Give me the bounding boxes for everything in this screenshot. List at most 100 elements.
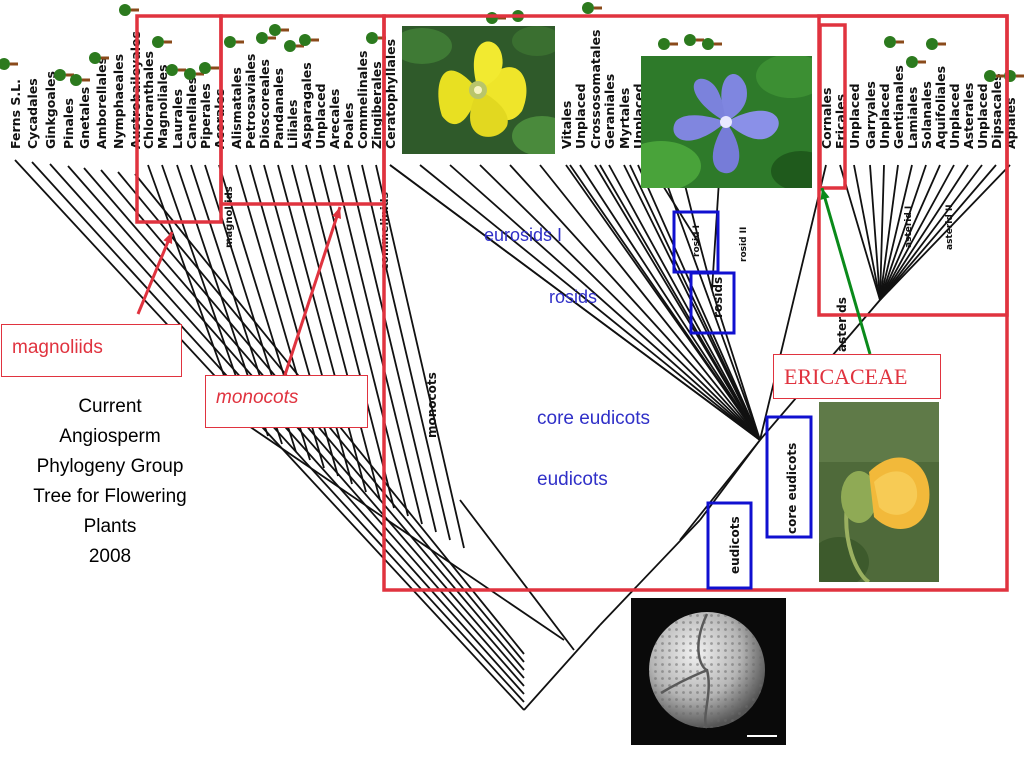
yellow-flower-photo: [402, 26, 555, 154]
branch: [879, 164, 927, 301]
core-eudicots-box: [765, 415, 813, 539]
taxon-label: Gentianales: [891, 65, 906, 149]
taxon-label: Cycadales: [25, 78, 40, 149]
taxon-label: Asparagales: [299, 62, 314, 149]
title-line: Current: [78, 396, 142, 417]
taxon-label: Canellales: [184, 77, 199, 149]
taxon-label: Zingiberales: [369, 61, 384, 149]
node-label-monocots: monocots: [425, 372, 439, 438]
tree-title: Current Angiosperm Phylogeny Group Tree …: [8, 392, 212, 572]
tree-icon: [884, 36, 904, 48]
tree-icon: [199, 62, 219, 74]
taxon-label: Laurales: [170, 89, 185, 149]
taxon-label: Solanales: [919, 81, 934, 149]
magnoliids-arrow: [136, 231, 174, 315]
tree-icon: [906, 56, 926, 68]
monocots-arrow: [282, 206, 342, 379]
branch: [539, 164, 761, 441]
taxon-label: Aquifoliales: [933, 66, 948, 149]
tree-icon: [702, 38, 722, 50]
taxon-label: Arecales: [327, 89, 342, 149]
title-line: 2008: [88, 546, 132, 567]
branch: [699, 244, 713, 291]
branch: [759, 164, 827, 441]
tree-icon: [926, 38, 946, 50]
tree-icon: [366, 32, 386, 44]
branch: [263, 164, 353, 485]
title-line: Plants: [83, 516, 137, 537]
branch: [879, 164, 955, 301]
tree-icon: [70, 74, 90, 86]
node-label-rosid-i: rosid I: [692, 225, 702, 257]
branch: [347, 164, 437, 533]
branch: [479, 164, 761, 441]
branch: [305, 164, 395, 509]
branch: [509, 164, 761, 441]
branch: [879, 164, 885, 301]
pollen-grain-micrograph: [631, 598, 786, 745]
branch: [277, 164, 367, 493]
core-eudicots-annotation: core eudicots: [537, 408, 651, 429]
node-label-core-eudicots: core eudicots: [785, 443, 799, 534]
rosids-annotation: rosids: [549, 287, 598, 307]
branch: [879, 164, 899, 301]
ericales-box: [818, 23, 847, 190]
branch: [608, 164, 761, 441]
taxon-label: Commelinales: [355, 51, 370, 149]
branch: [459, 499, 575, 651]
taxon-label: Piperales: [198, 83, 213, 149]
taxon-label: Garryales: [863, 81, 878, 149]
taxon-label: Pandanales: [271, 68, 286, 149]
branch: [569, 164, 761, 441]
branch: [239, 419, 565, 641]
taxon-label: Liliales: [285, 100, 300, 149]
tree-icon: [119, 4, 139, 16]
taxon-label: Geraniales: [602, 74, 617, 149]
branch: [629, 164, 761, 441]
node-label-magnoliids: magnoliids: [224, 186, 235, 248]
title-line: Phylogeny Group: [36, 456, 184, 477]
branch: [599, 519, 701, 626]
taxon-label: Vitales: [559, 101, 574, 149]
taxon-label: Dipsacales: [989, 73, 1004, 149]
branch: [879, 164, 913, 301]
taxon-label: Crossosomatales: [588, 30, 603, 150]
taxon-label: Unplaced: [975, 83, 990, 149]
branch: [853, 164, 881, 301]
highlight-boxes: [135, 14, 1009, 592]
tree-icon: [582, 2, 602, 14]
branch: [679, 439, 761, 541]
tree-icon: [184, 68, 204, 80]
tree-icon: [658, 38, 678, 50]
taxon-label: Alismatales: [229, 67, 244, 149]
eurosids-i-annotation: eurosids I: [484, 225, 563, 245]
node-label-rosids: rosids: [711, 277, 725, 318]
eudicots-box: [706, 501, 753, 590]
monocots-box: [219, 14, 386, 206]
taxon-label: Myrtales: [617, 88, 632, 149]
ericaceae-label: ERICACEAE: [784, 364, 908, 389]
annotation-arrows: [136, 187, 872, 379]
taxon-label: Amborellales: [94, 57, 109, 149]
branch: [879, 164, 969, 301]
node-label-eudicots: eudicots: [728, 516, 742, 574]
branch: [869, 164, 881, 301]
monocots-label-box: monocots: [205, 375, 368, 428]
tree-icon: [269, 24, 289, 36]
taxon-label: Poales: [341, 103, 356, 149]
title-line: Tree for Flowering: [33, 486, 187, 507]
taxon-label: Ceratophyllales: [383, 39, 398, 149]
taxon-label: Magnoliales: [155, 64, 170, 149]
branch: [319, 164, 409, 517]
taxon-label: Gnetales: [77, 87, 92, 149]
branch: [375, 164, 465, 549]
taxon-label: Nymphaeales: [111, 54, 126, 149]
taxon-label: Dioscoreales: [257, 59, 272, 149]
branch: [449, 164, 761, 441]
node-label-asterid-ii: asterid II: [945, 204, 955, 250]
taxon-label: Chloranthales: [141, 51, 156, 149]
branch: [879, 164, 983, 301]
monocots-label: monocots: [216, 387, 299, 408]
tree-icon: [0, 58, 18, 70]
branch: [711, 289, 761, 441]
